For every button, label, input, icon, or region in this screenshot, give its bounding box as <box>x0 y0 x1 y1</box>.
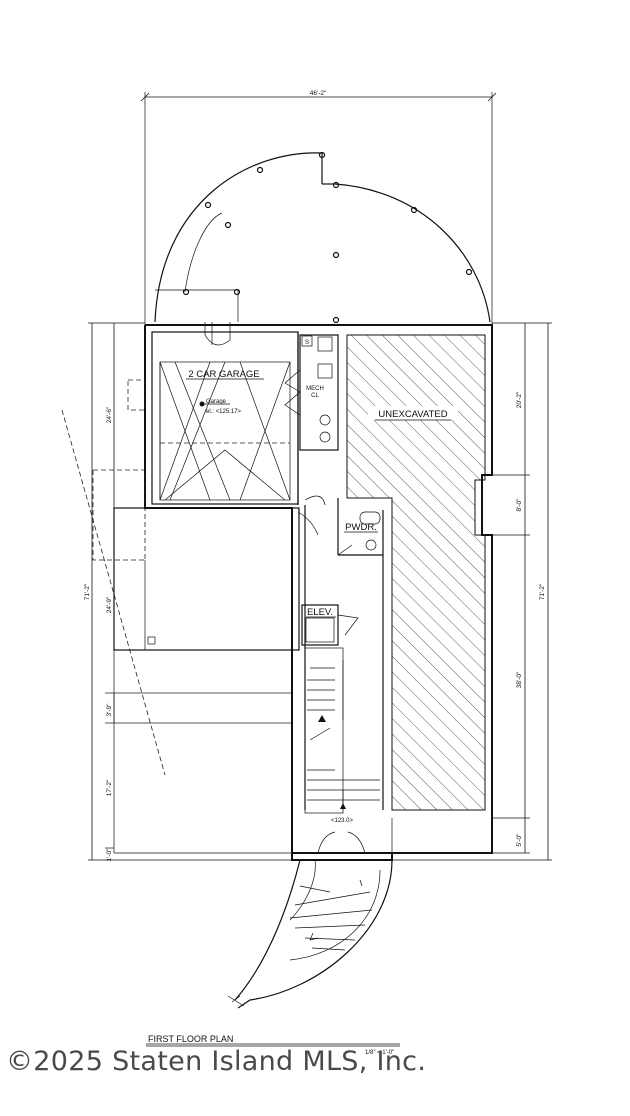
s-label: S <box>305 340 309 346</box>
powder-label: PWDR. <box>345 522 377 533</box>
right-dimensions: 20'-2" 8'-0" 38'-0" 5'-0" 71'-2" <box>391 322 552 861</box>
copyright-watermark: ©2025 Staten Island MLS, Inc. <box>6 1046 427 1077</box>
dim-right-c: 38'-0" <box>516 671 523 688</box>
left-wing <box>61 379 300 854</box>
dim-right-b: 8'-0" <box>516 498 523 512</box>
top-dimension: 46'-2" <box>140 90 497 325</box>
dim-right-d: 5'-0" <box>516 833 523 847</box>
mech-sub-label: CL <box>311 393 319 399</box>
dim-left-b: 17'-2" <box>106 779 113 796</box>
dim-left-garage: 24'-6" <box>106 406 113 423</box>
mech-label: MECH <box>306 386 324 392</box>
garage: 2 CAR GARAGE Garage el.: <125.17> <box>159 322 291 501</box>
elevator-label: ELEV. <box>307 607 333 618</box>
dim-left-c: 1'-0" <box>106 848 113 862</box>
rear-patio <box>154 151 491 324</box>
left-dimensions: 24'-6" 71'-2" 24'-9" 3'-9" 17'-2" 1'-0" <box>84 322 292 862</box>
landing-elevation: <123.0> <box>331 818 354 824</box>
interior-stair: <123.0> <box>304 647 380 854</box>
dim-right-overall: 71'-2" <box>539 583 546 600</box>
plan-scale: 1/8" = 1'-0" <box>365 1050 394 1056</box>
garage-label: 2 CAR GARAGE <box>188 369 259 380</box>
hallway: PWDR. <box>297 495 384 810</box>
unexcavated-label: UNEXCAVATED <box>378 409 447 420</box>
dim-left-overall: 71'-2" <box>84 583 91 600</box>
dim-left-mid: 24'-9" <box>106 596 113 613</box>
unexcavated-area: UNEXCAVATED <box>346 334 486 811</box>
front-curved-stair <box>227 859 393 1009</box>
dim-left-a: 3'-9" <box>106 703 113 717</box>
top-dimension-label: 46'-2" <box>310 90 327 97</box>
mech-closet: S MECH CL <box>284 334 339 451</box>
garage-note: Garage <box>206 399 227 405</box>
plan-title: FIRST FLOOR PLAN <box>148 1034 233 1044</box>
garage-elevation: el.: <125.17> <box>206 409 242 415</box>
title-block: FIRST FLOOR PLAN 1/8" = 1'-0" <box>146 1034 400 1056</box>
dim-right-a: 20'-2" <box>516 391 523 408</box>
elevator: ELEV. <box>301 604 359 646</box>
